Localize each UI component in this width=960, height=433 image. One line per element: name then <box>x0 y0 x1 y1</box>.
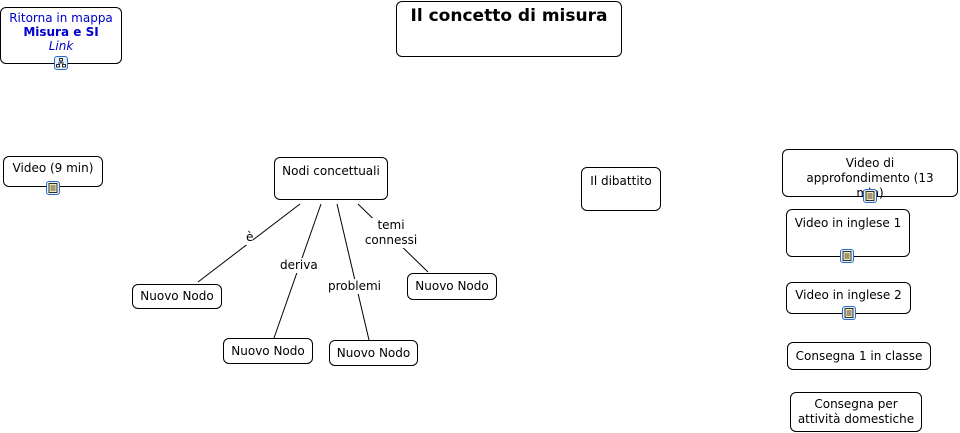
return-to-map-node[interactable]: Ritorna in mappa Misura e SI Link <box>0 7 122 64</box>
link-label-problemi: problemi <box>328 279 381 294</box>
consegna-domestiche-label: Consegna per attività domestiche <box>797 397 915 426</box>
document-icon[interactable] <box>840 249 854 263</box>
map-title: Il concetto di misura <box>410 6 608 26</box>
video-9-min-node[interactable]: Video (9 min) <box>3 156 103 187</box>
map-title-node: Il concetto di misura <box>396 1 622 57</box>
video-approfondimento-node[interactable]: Video di approfondimento (13 min) <box>782 149 958 200</box>
nodi-concettuali-label: Nodi concettuali <box>282 164 380 178</box>
nuovo-nodo-label: Nuovo Nodo <box>336 345 411 360</box>
video-inglese-2-label: Video in inglese 2 <box>795 288 902 302</box>
video-inglese-1-label: Video in inglese 1 <box>794 216 902 230</box>
return-map-name: Misura e SI <box>23 25 99 39</box>
link-label-temi-connessi: temi connessi <box>362 218 420 248</box>
nuovo-nodo-3[interactable]: Nuovo Nodo <box>329 340 418 366</box>
nuovo-nodo-4[interactable]: Nuovo Nodo <box>407 273 497 300</box>
nuovo-nodo-label: Nuovo Nodo <box>415 279 489 293</box>
nuovo-nodo-label: Nuovo Nodo <box>231 343 305 358</box>
consegna-domestiche-node[interactable]: Consegna per attività domestiche <box>790 392 922 432</box>
il-dibattito-label: Il dibattito <box>590 174 652 188</box>
il-dibattito-node[interactable]: Il dibattito <box>581 167 661 211</box>
nuovo-nodo-2[interactable]: Nuovo Nodo <box>223 338 313 364</box>
consegna-classe-node[interactable]: Consegna 1 in classe <box>787 342 931 370</box>
link-label-e: è <box>246 230 254 245</box>
video-inglese-1-node[interactable]: Video in inglese 1 <box>786 209 910 257</box>
nodi-concettuali-node[interactable]: Nodi concettuali <box>274 157 388 200</box>
concept-map-icon[interactable] <box>54 56 68 70</box>
link-label-deriva: deriva <box>280 258 318 273</box>
return-link-label[interactable]: Link <box>48 39 74 53</box>
video-9-min-label: Video (9 min) <box>12 161 94 175</box>
return-to-map-label: Ritorna in mappa <box>9 11 113 25</box>
nuovo-nodo-1[interactable]: Nuovo Nodo <box>132 284 222 309</box>
document-icon[interactable] <box>46 181 60 195</box>
document-icon[interactable] <box>863 189 877 203</box>
consegna-classe-label: Consegna 1 in classe <box>795 348 923 363</box>
nuovo-nodo-label: Nuovo Nodo <box>140 289 214 303</box>
document-icon[interactable] <box>842 306 856 320</box>
